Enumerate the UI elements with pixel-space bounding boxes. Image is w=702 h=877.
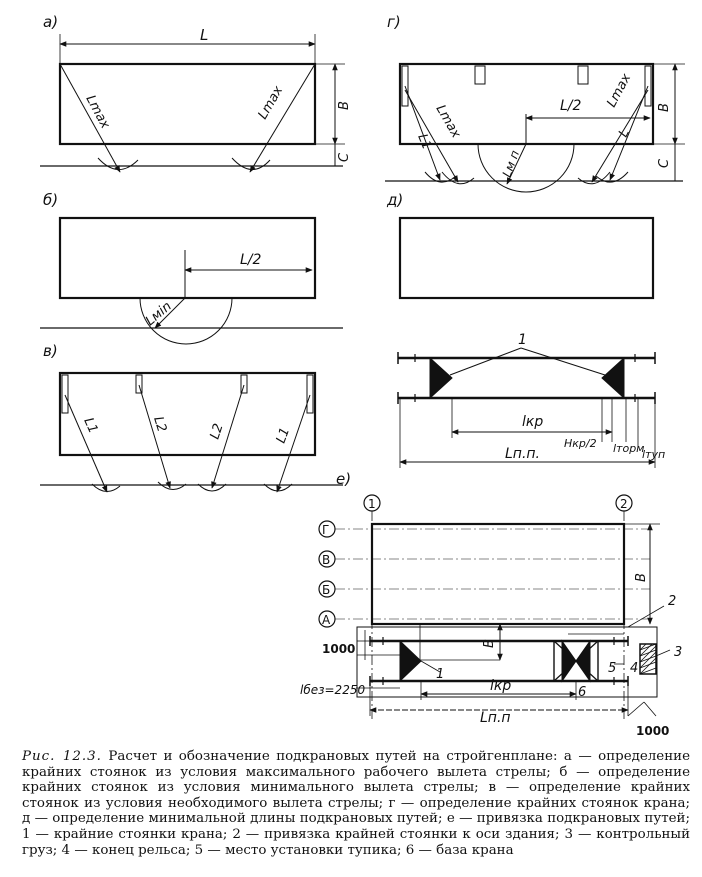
panel-e-callout-5: 5 [608,661,616,676]
panel-v-l1-right-label: L1 [274,426,293,446]
panel-a-arc-right [231,157,271,170]
panel-b-building [58,216,317,300]
panel-v-crane-post-1 [61,374,69,414]
panel-e-callout-6: 6 [578,685,586,700]
panel-v-l1-right [276,394,311,493]
panel-g-tag: г) [387,13,401,31]
panel-v-crane-post-3 [240,374,248,394]
panel-e-axis-v-label: В [322,553,330,567]
panel-v-l2-right [211,384,245,489]
panel-g: г) L/2 Lм п L1 Lmax Lmax L B C [385,13,685,193]
panel-v-l2-left-label: L2 [150,415,169,434]
panel-b-min-arc [139,297,233,345]
panel-e-callout-3: 3 [674,645,682,660]
panel-v-l2-left [138,384,171,489]
panel-d-ltorm-label: lторм [613,442,644,455]
panel-e: е) 1 2 Г В Б А В [300,470,682,738]
figure-drawing: а) L Lmax Lmax B C б) L/2 Lмin в) [40,13,685,738]
panel-v-l1-left [64,394,108,493]
panel-g-lmax-b-label: Lmax [604,71,634,110]
caption-title: Расчет и обозначение подкрановых путей н… [108,749,558,764]
panel-v: в) L1 L2 L2 L1 [40,342,343,493]
panel-v-l2-right-label: L2 [208,422,227,441]
panel-e-track-zone [356,626,658,698]
panel-e-callout-2: 2 [668,594,676,609]
panel-a-dim-b-label: B [337,101,352,110]
panel-g-l1-label: L1 [414,132,434,152]
panel-e-axis-b-label: Б [322,583,330,597]
panel-a-lmax-left [59,63,121,173]
panel-d-tag: д) [386,191,403,209]
panel-a-arc-left [97,157,139,170]
panel-v-tag: в) [43,342,58,360]
panel-g-lmax-a-label: Lmax [433,103,464,142]
panel-a-lmax-right-label: Lmax [255,83,286,122]
panel-a: а) L Lmax Lmax B C [40,13,352,173]
panel-v-building [58,371,317,457]
panel-a-lmax-right [249,63,316,173]
panel-b-half-label: L/2 [240,252,262,268]
caption-prefix: Рис. 12.3. [22,749,102,764]
panel-b-tag: б) [43,191,58,209]
panel-g-half-label: L/2 [560,98,582,114]
panel-e-dim-b1-label: В [634,573,649,582]
panel-e-control-load [639,643,657,675]
panel-e-d1000-top-label: 1000 [322,642,355,656]
panel-b-lmin-radius [154,297,186,329]
panel-e-building [370,522,626,626]
panel-e-axis-2-label: 2 [620,497,628,511]
panel-g-dim-c-label: C [657,158,672,168]
panel-a-span-label: L [200,26,208,44]
panel-d-ltup-label: lтуп [642,448,665,461]
panel-g-crane-post-3 [577,65,589,85]
panel-d-lkr-label: lкр [522,414,543,430]
panel-d-lpp-label: Lп.п. [505,446,540,462]
panel-e-axis-a-label: А [322,613,331,627]
panel-g-lmin-label: Lм п [500,148,523,179]
panel-d-building [398,216,655,300]
caption-body: а — определение крайних стоянок из услов… [22,749,691,858]
panel-v-crane-post-4 [306,374,314,414]
panel-g-lmin-radius [506,143,527,185]
panel-g-dim-b-label: B [657,103,672,112]
panel-a-dim-c-label: C [337,152,352,162]
panel-e-axis-1-label: 1 [368,497,376,511]
panel-e-callout-1: 1 [436,667,444,682]
panel-v-l1-left-label: L1 [80,416,100,436]
panel-d-crane-base-left [429,356,453,400]
panel-e-axis-g-label: Г [322,523,329,537]
panel-a-tag: а) [43,13,58,31]
panel-d-hkr-label: Hкр/2 [564,437,597,450]
panel-d-crane-base-right [601,356,625,400]
panel-e-lkr-label: lкр [490,678,511,694]
panel-g-min-arc [477,143,575,193]
panel-e-tag: е) [336,470,351,488]
panel-e-dim-b2-label: В [482,639,497,648]
panel-b: б) L/2 Lмin [40,191,343,345]
panel-g-crane-post-1 [401,65,409,107]
panel-e-d1000-bottom-label: 1000 [636,724,669,738]
panel-e-crane-base-left [399,639,422,683]
panel-g-crane-post-2 [474,65,486,85]
panel-e-callout-4: 4 [630,661,638,676]
panel-e-lpp-label: Lп.п [480,710,511,726]
panel-e-lbez-label: lбез=2250 [300,683,365,697]
panel-d: д) 1 lкр Lп.п. Hкр/2 lторм lтуп [386,191,665,468]
figure-caption: Рис. 12.3. Расчет и обозначение подкрано… [22,749,690,858]
panel-a-building [58,62,317,146]
panel-v-crane-post-2 [135,374,143,394]
panel-g-crane-post-4 [644,65,652,107]
panel-d-callout-label: 1 [518,332,527,348]
